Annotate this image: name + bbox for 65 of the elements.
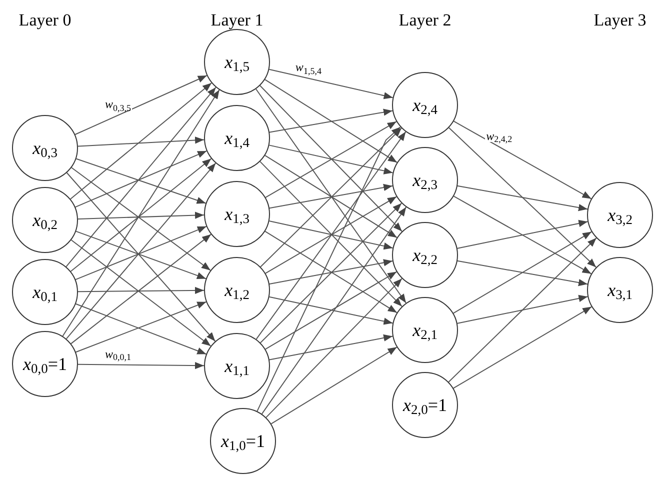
arrow [74, 150, 208, 208]
arrow [269, 108, 393, 133]
arrow [268, 334, 394, 360]
arrow [66, 86, 216, 268]
arrow [256, 126, 401, 412]
neuron-label: x$_{2,4}$ [412, 96, 438, 114]
neuron-label: x$_{1,0}$=1 [220, 432, 266, 450]
arrow [255, 88, 407, 304]
arrow [77, 212, 205, 220]
arrow [74, 75, 208, 135]
arrow [456, 220, 588, 249]
arrow [261, 206, 407, 414]
arrow [268, 296, 394, 325]
arrow [453, 120, 592, 200]
arrow [452, 231, 592, 314]
arrow [260, 161, 402, 307]
arrow [268, 68, 394, 100]
layer-label: Layer 3 [594, 12, 646, 28]
arrow [268, 144, 394, 174]
arrow [264, 196, 398, 274]
arrow [448, 238, 597, 382]
arrow [270, 346, 398, 424]
arrow [268, 184, 394, 209]
neuron-label: x$_{1,1}$ [224, 357, 250, 375]
neuron-label: x$_{0,0}$=1 [22, 355, 68, 373]
arrow [260, 85, 402, 232]
arrow [448, 127, 597, 268]
neuron-label: x$_{3,2}$ [608, 206, 632, 224]
neuron-label: x$_{2,0}$=1 [402, 396, 448, 414]
arrow [78, 286, 204, 294]
arrow [453, 196, 592, 274]
arrow [264, 230, 398, 314]
neuron-label: x$_{2,3}$ [412, 171, 438, 189]
arrow [256, 131, 406, 340]
arrow [264, 79, 398, 163]
arrow [264, 154, 398, 238]
neuron-label: x$_{0,2}$ [32, 211, 58, 229]
neuron-label: x$_{1,2}$ [224, 281, 250, 299]
neuron-label: x$_{1,3}$ [224, 205, 250, 223]
arrow [456, 185, 588, 212]
neuron-label: x$_{3,1}$ [608, 281, 632, 299]
layer-label: Layer 2 [398, 12, 452, 28]
arrow [265, 121, 397, 198]
neuron-label: x$_{1,5}$ [224, 53, 250, 71]
arrow [264, 271, 398, 350]
arrow [268, 220, 394, 250]
arrow [260, 128, 402, 268]
layer-label: Layer 1 [210, 12, 264, 28]
arrow [76, 158, 206, 204]
neuron-label: x$_{0,3}$ [32, 139, 58, 157]
arrow [77, 136, 205, 147]
arrow [266, 278, 402, 418]
arrow [456, 260, 588, 286]
arrow [70, 82, 212, 200]
arrow [62, 89, 220, 337]
arrow [78, 362, 204, 370]
arrow [268, 259, 394, 284]
neuron-label: x$_{2,2}$ [412, 246, 438, 264]
neuron-label: x$_{0,1}$ [32, 283, 58, 301]
neuron-label: x$_{2,1}$ [412, 321, 438, 339]
arrow [456, 294, 588, 324]
neuron-label: x$_{1,4}$ [224, 129, 250, 147]
arrow [452, 306, 592, 389]
arrow [260, 202, 402, 344]
layer-label: Layer 0 [18, 12, 72, 28]
